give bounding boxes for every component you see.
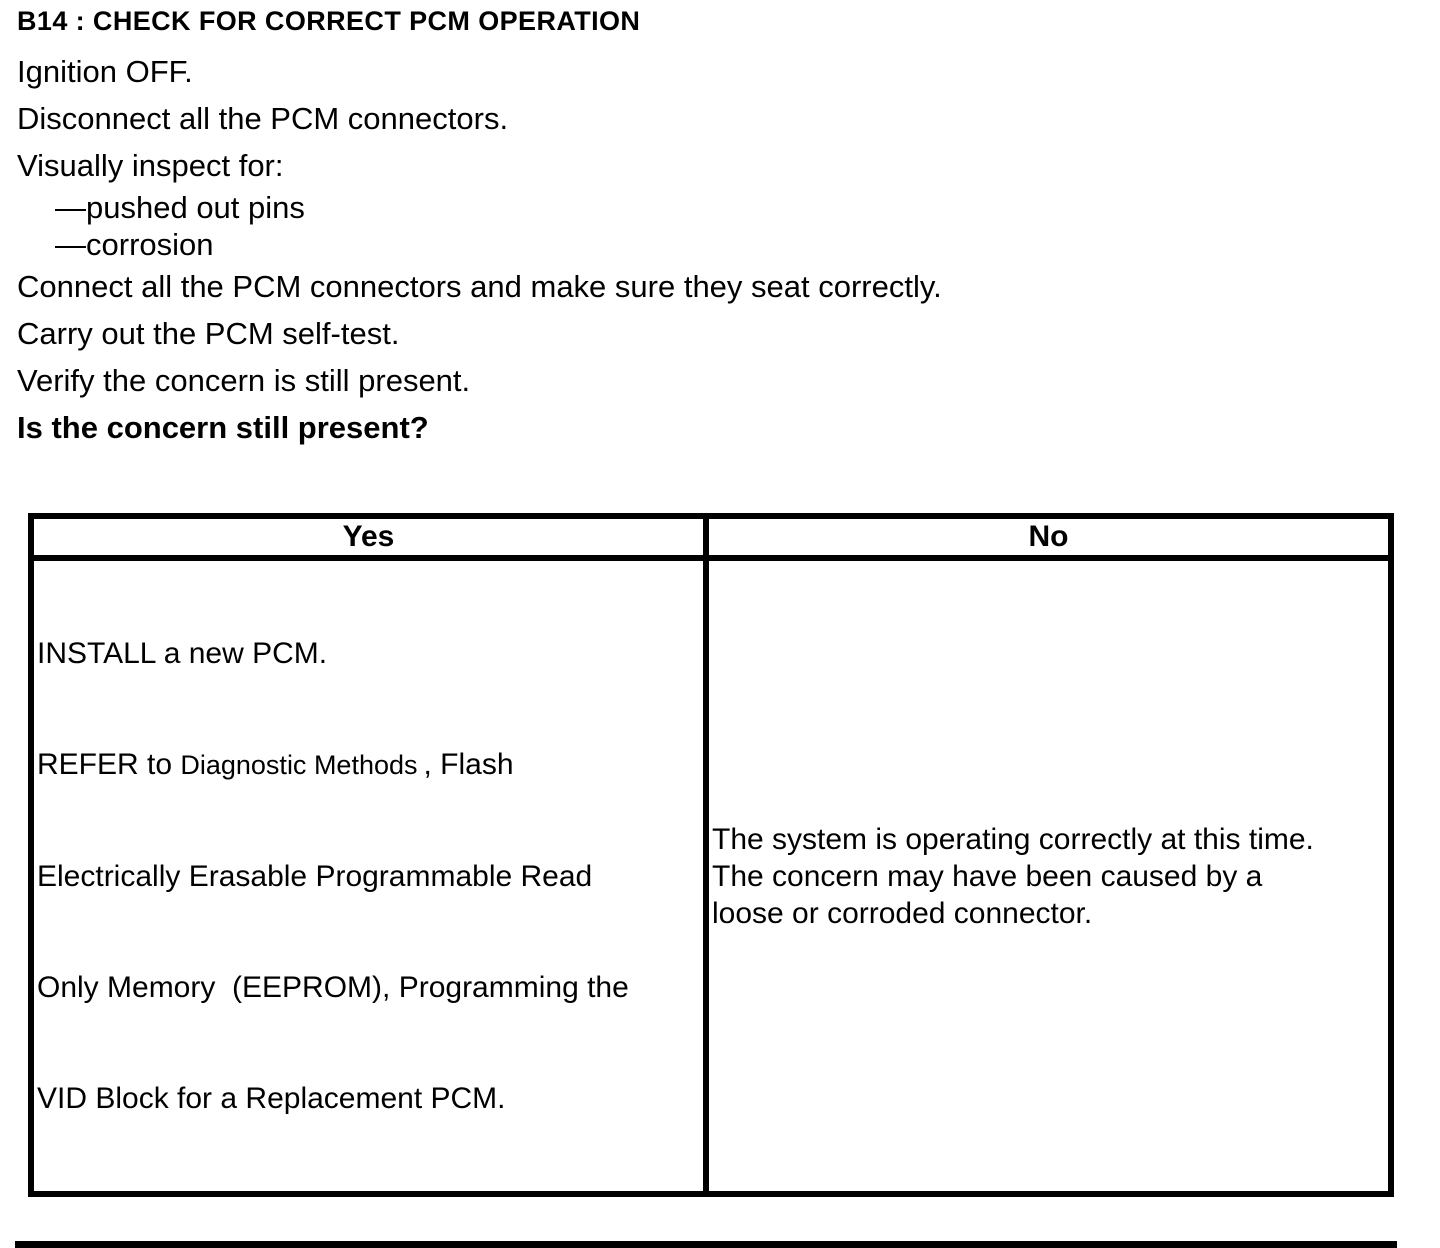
diagnostic-methods-link[interactable]: Diagnostic Methods xyxy=(180,750,418,780)
yes-action-line-4: Only Memory (EEPROM), Programming the xyxy=(37,971,629,1004)
page-title: B14 : CHECK FOR CORRECT PCM OPERATION xyxy=(17,6,641,36)
yes-action-line-2: REFER to Diagnostic Methods, Flash xyxy=(37,746,703,784)
bottom-horizontal-rule xyxy=(15,1241,1397,1248)
no-action-cell: The system is operating correctly at thi… xyxy=(709,561,1388,1191)
inspect-item-pushed-out-pins: —pushed out pins xyxy=(55,190,305,225)
yes-header-cell: Yes xyxy=(34,519,709,555)
refer-suffix-text: , Flash xyxy=(423,748,514,781)
decision-question: Is the concern still present? xyxy=(17,410,429,445)
no-action-line-3: loose or corroded connector. xyxy=(712,896,1093,930)
no-header-cell: No xyxy=(1028,520,1069,553)
step-visually-inspect: Visually inspect for: xyxy=(17,148,284,183)
no-action-line-1: The system is operating correctly at thi… xyxy=(712,822,1314,856)
decision-table: Yes No INSTALL a new PCM. REFER to Diagn… xyxy=(28,513,1394,1197)
yes-action-cell: INSTALL a new PCM. REFER to Diagnostic M… xyxy=(34,561,709,1191)
step-connect-connectors: Connect all the PCM connectors and make … xyxy=(17,269,942,304)
step-verify-concern: Verify the concern is still present. xyxy=(17,363,471,398)
step-ignition-off: Ignition OFF. xyxy=(17,54,193,89)
step-disconnect-connectors: Disconnect all the PCM connectors. xyxy=(17,101,509,136)
yes-action-line-3: Electrically Erasable Programmable Read xyxy=(37,860,593,893)
yes-action-line-1: INSTALL a new PCM. xyxy=(37,637,328,670)
yes-action-line-5: VID Block for a Replacement PCM. xyxy=(37,1082,506,1115)
step-pcm-self-test: Carry out the PCM self-test. xyxy=(17,316,400,351)
no-action-line-2: The concern may have been caused by a xyxy=(712,859,1263,893)
refer-prefix-text: REFER to xyxy=(37,748,181,781)
table-header-row: Yes No xyxy=(34,519,1388,561)
inspect-item-corrosion: —corrosion xyxy=(55,227,214,262)
table-body-row: INSTALL a new PCM. REFER to Diagnostic M… xyxy=(34,561,1388,1191)
